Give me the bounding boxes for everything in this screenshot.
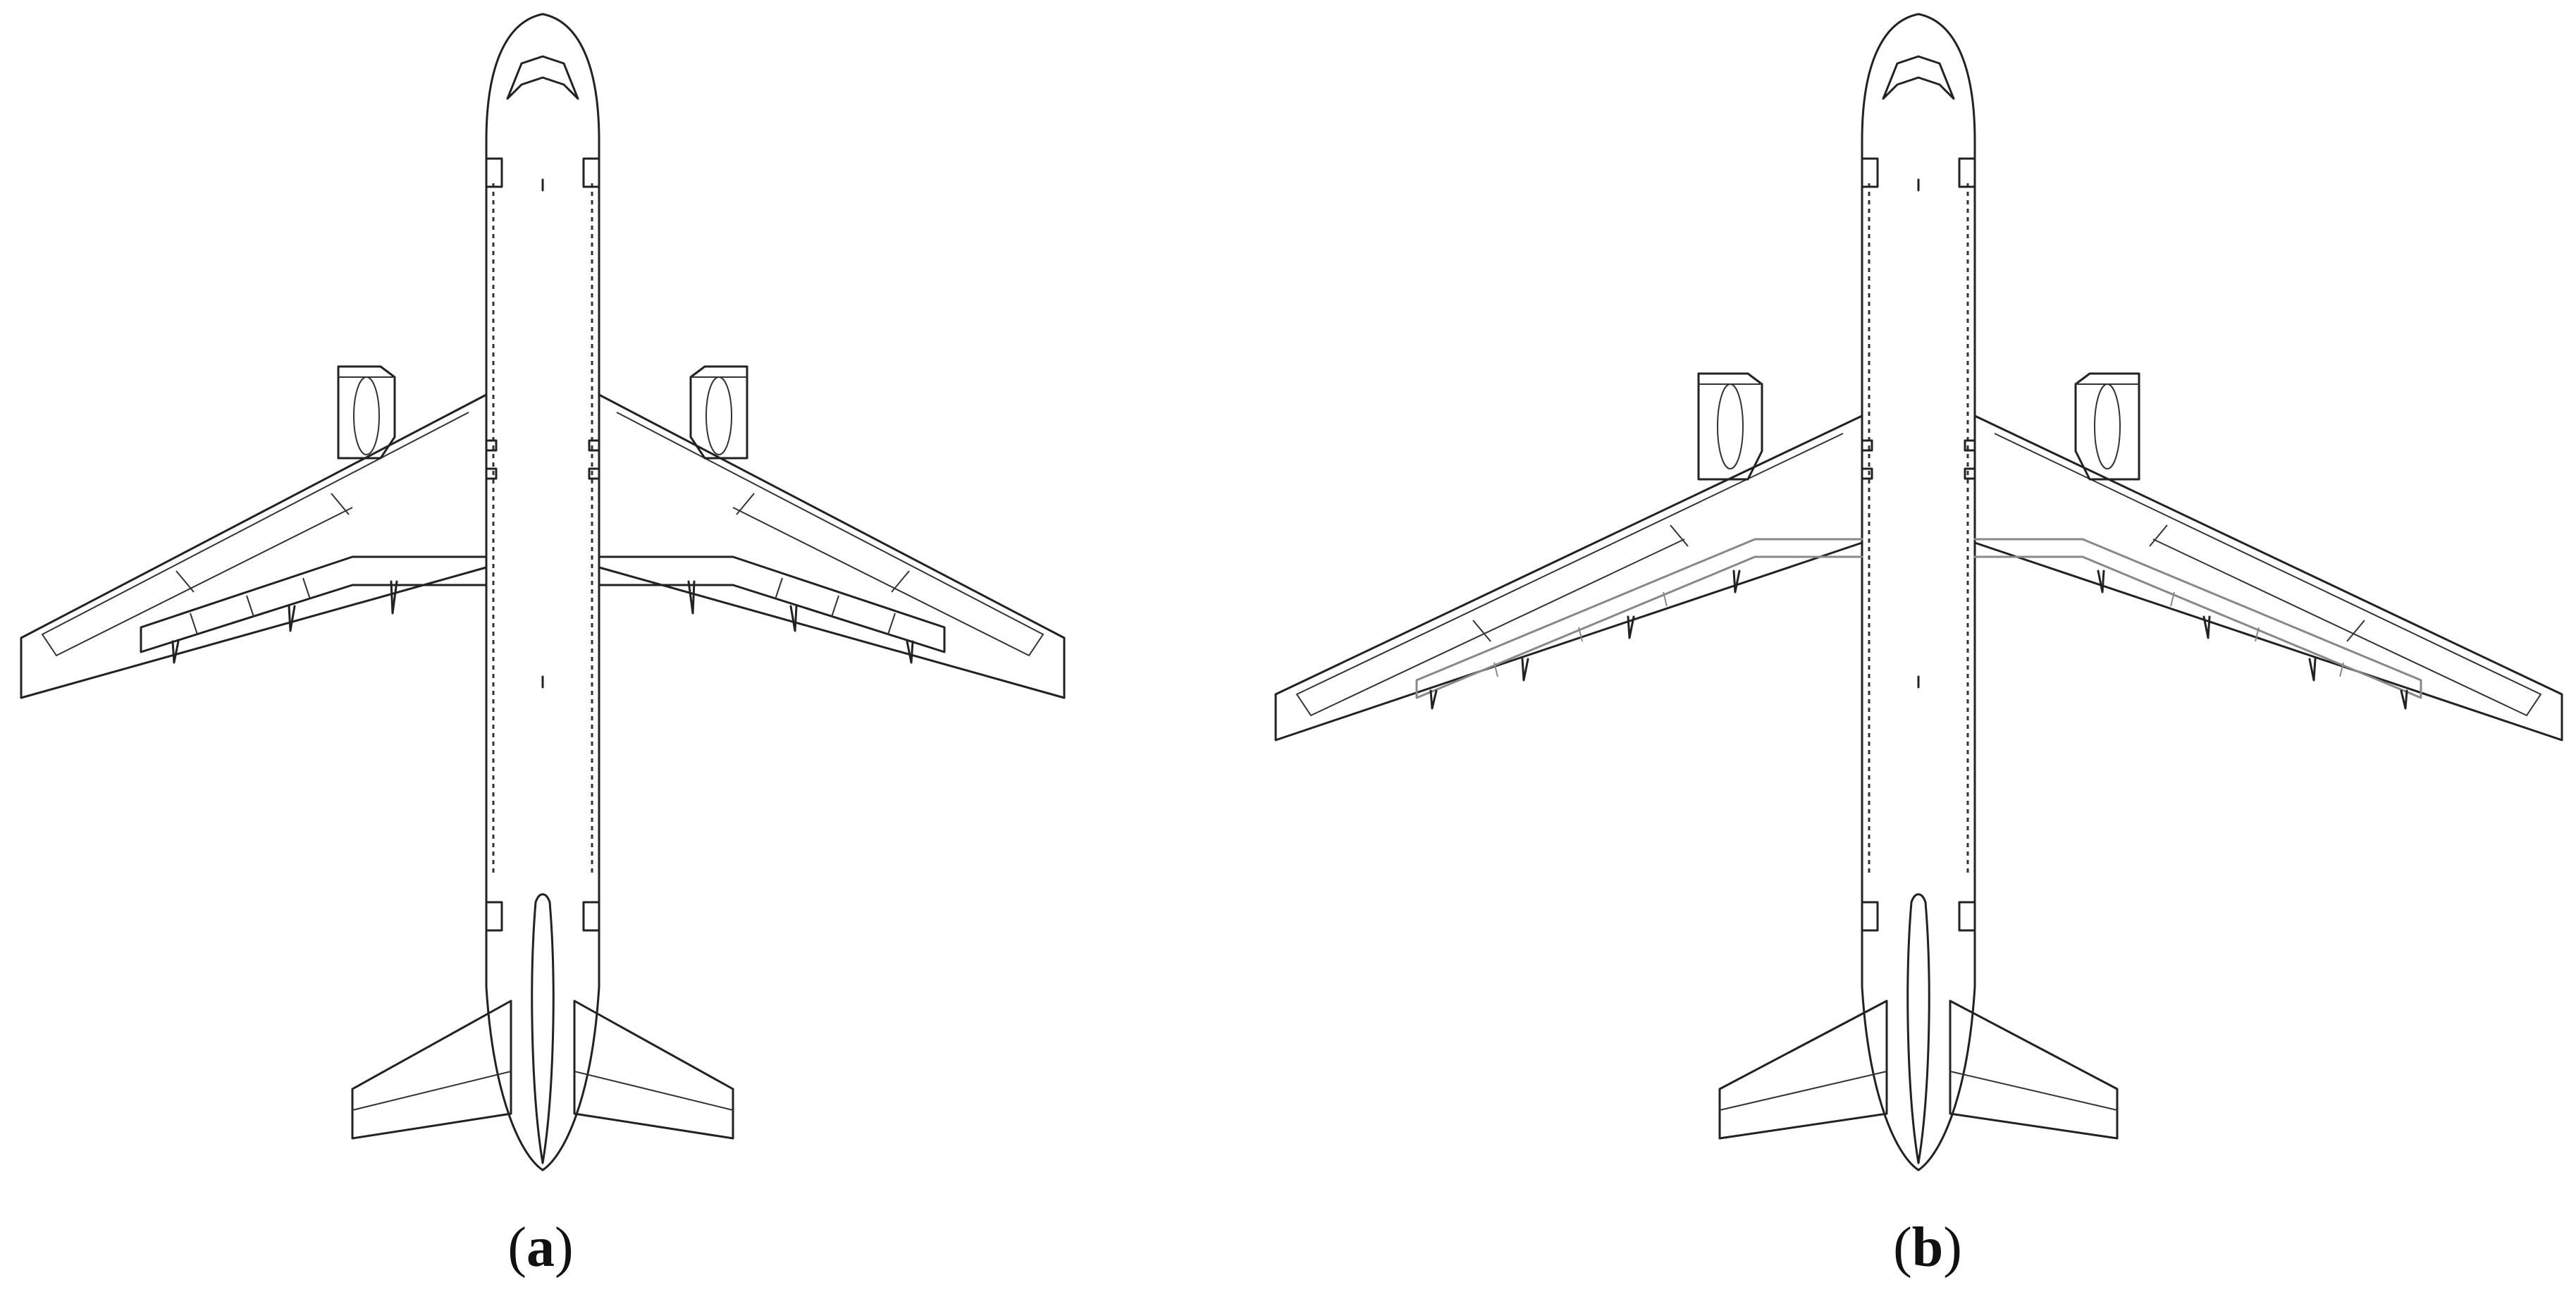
airplane-top-view-icon	[20, 13, 1066, 1171]
caption-close-paren: )	[1943, 1217, 1962, 1279]
caption-close-paren: )	[555, 1217, 574, 1279]
panel-b-caption: (b)	[1822, 1216, 2033, 1280]
panel-a-caption: (a)	[435, 1216, 646, 1280]
panel-a-drawing	[0, 0, 1085, 1184]
caption-letter: b	[1911, 1217, 1944, 1279]
airplane-top-view-icon	[1274, 13, 2563, 1171]
caption-open-paren: (	[507, 1217, 526, 1279]
caption-open-paren: (	[1893, 1217, 1912, 1279]
caption-letter: a	[526, 1217, 555, 1279]
panel-b-drawing	[1262, 0, 2576, 1184]
